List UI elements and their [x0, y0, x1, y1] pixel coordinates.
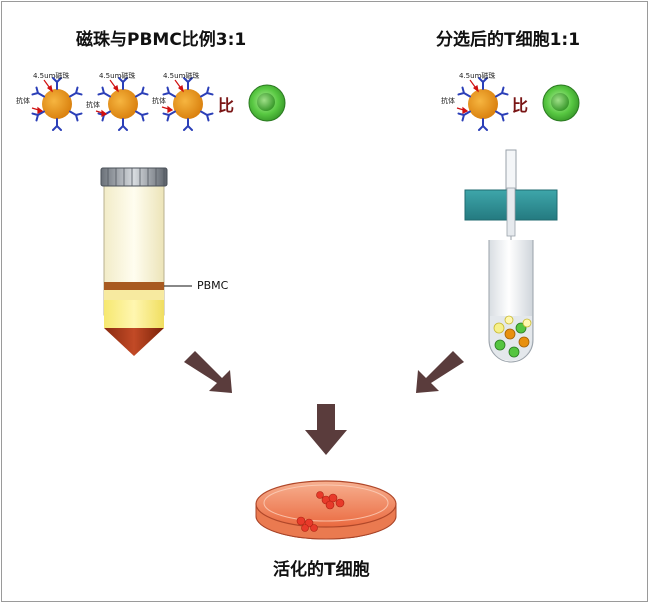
right-t-cell: [542, 84, 580, 122]
left-bead-2-label: 4.5um磁珠: [99, 72, 136, 80]
left-bead-1-label: 4.5um磁珠: [33, 72, 70, 80]
right-ratio-char: 比: [512, 96, 529, 115]
left-bead-3: [162, 77, 214, 131]
left-antibody-label-2: 抗体: [86, 101, 100, 109]
tube-cap: [100, 167, 168, 187]
left-antibody-label-1: 抗体: [16, 97, 30, 105]
right-bead-label: 4.5um磁珠: [459, 72, 496, 80]
left-panel-title: 磁珠与PBMC比例3:1: [76, 30, 247, 50]
left-bead-1: [31, 77, 83, 131]
magnet-right: [514, 189, 558, 221]
magnetic-separator: [464, 149, 558, 363]
right-antibody-label: 抗体: [441, 97, 455, 105]
left-bead-2: [97, 77, 149, 131]
right-pointer-arrows: [456, 79, 479, 114]
left-antibody-label-3: 抗体: [152, 97, 166, 105]
down-arrow: [305, 404, 347, 455]
right-diagonal-arrow: [416, 351, 464, 393]
left-t-cell: [248, 84, 286, 122]
right-bead: [457, 77, 509, 131]
pbmc-band: [104, 282, 164, 290]
activated-t-cell-clusters: [296, 491, 345, 532]
left-diagonal-arrow: [184, 351, 232, 393]
left-bead-3-label: 4.5um磁珠: [163, 72, 200, 80]
left-ratio-char: 比: [218, 96, 235, 115]
right-panel-title: 分选后的T细胞1:1: [436, 30, 581, 50]
centrifuge-tube: [100, 167, 192, 356]
pbmc-label: PBMC: [197, 279, 229, 292]
left-pointer-arrows: [31, 79, 184, 117]
bottom-label: 活化的T细胞: [273, 560, 370, 580]
petri-dish: [255, 480, 397, 540]
magnet-left: [464, 189, 508, 221]
